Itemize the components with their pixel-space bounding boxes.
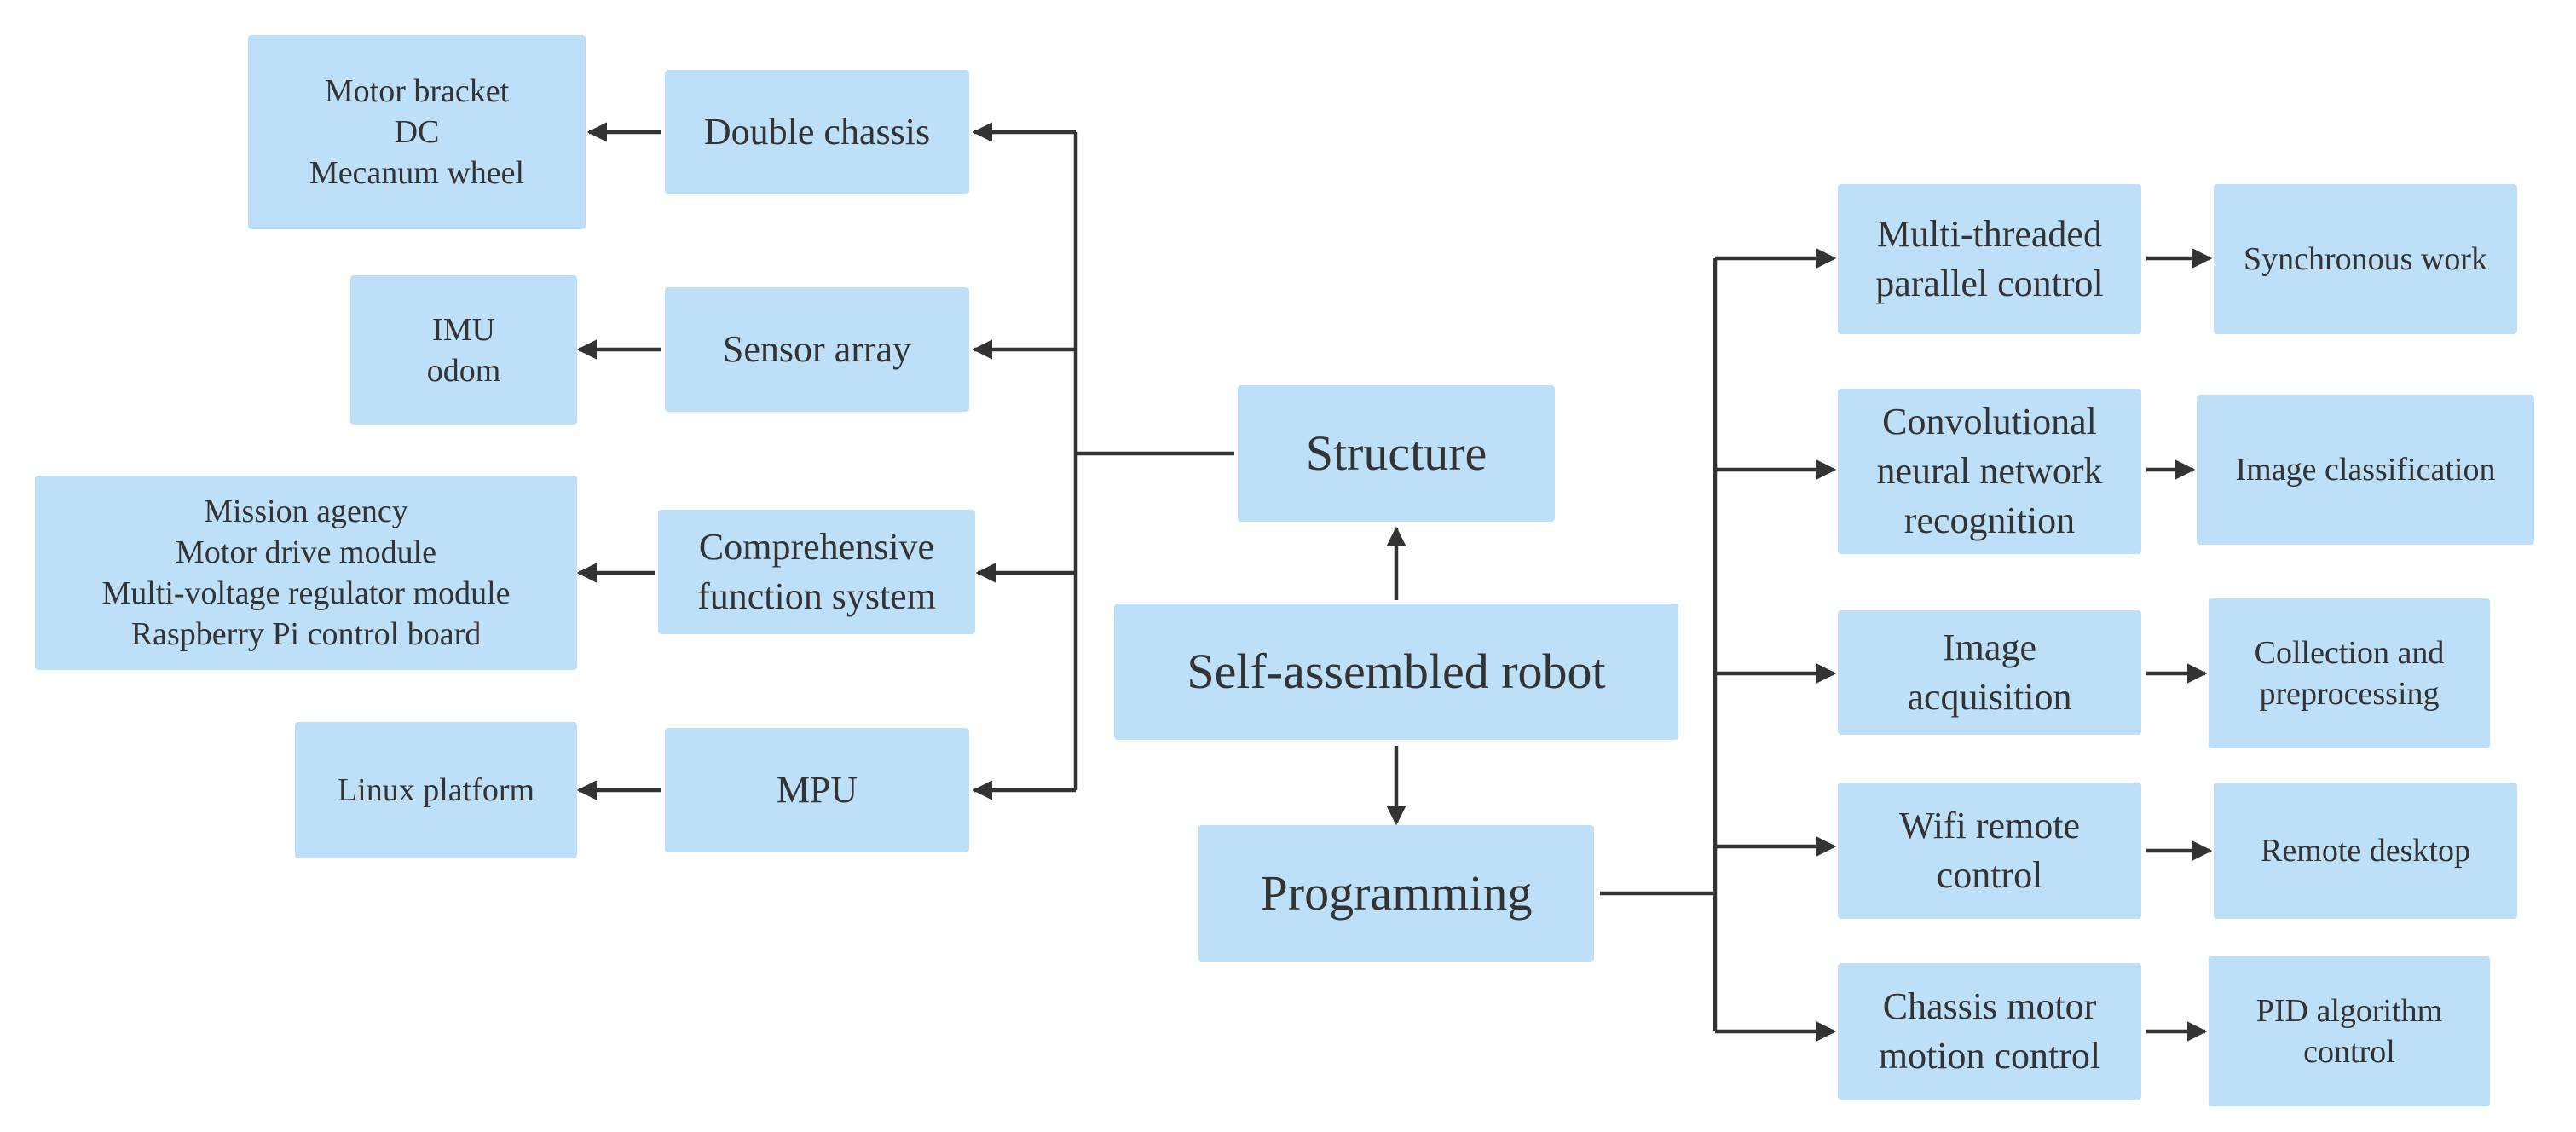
node-label-line: Collection and (2254, 635, 2445, 671)
node-label-line: DC (394, 114, 440, 150)
wifi-remote-node: Wifi remote control (1838, 783, 2141, 919)
node-label-line: function system (697, 575, 936, 617)
cnn-detail-node: Image classification (2197, 395, 2534, 545)
structure-node: Structure (1238, 385, 1555, 522)
comprehensive-function-system-node: Comprehensive function system (658, 510, 975, 634)
node-label-line: Comprehensive (698, 526, 935, 568)
sensor-array-node: Sensor array (665, 287, 969, 412)
image-acquisition-node: Image acquisition (1838, 610, 2141, 735)
mpu-detail-node: Linux platform (295, 722, 577, 858)
node-label-line: Remote desktop (2261, 833, 2470, 869)
double-chassis-node: Double chassis (665, 70, 969, 194)
node-label-line: Self-assembled robot (1187, 644, 1606, 699)
self-assembled-robot-node: Self-assembled robot (1114, 604, 1678, 740)
programming-node: Programming (1198, 825, 1594, 962)
node-label-line: Mecanum wheel (309, 155, 525, 191)
wifi-remote-detail-node: Remote desktop (2214, 783, 2517, 919)
node-label-line: acquisition (1907, 676, 2072, 718)
node-label-line: MPU (776, 769, 858, 811)
multi-threaded-detail-node: Synchronous work (2214, 184, 2517, 334)
sensor-array-detail-node: IMU odom (350, 275, 577, 424)
multi-threaded-node: Multi-threaded parallel control (1838, 184, 2141, 334)
node-label-line: Wifi remote (1898, 805, 2081, 846)
node-label-line: control (1936, 854, 2043, 896)
node-label-line: Linux platform (337, 772, 535, 808)
node-label-line: Motor drive module (175, 534, 437, 570)
node-label-line: PID algorithm (2255, 993, 2443, 1029)
node-label-line: recognition (1903, 500, 2076, 541)
node-label-line: neural network (1876, 450, 2103, 492)
node-label-line: Double chassis (703, 111, 931, 153)
cnn-recognition-node: Convolutional neural network recognition (1838, 389, 2141, 554)
chassis-motor-node: Chassis motor motion control (1838, 963, 2141, 1100)
chassis-motor-detail-node: PID algorithm control (2209, 956, 2490, 1106)
node-label-line: Chassis motor (1882, 985, 2097, 1027)
node-label-line: odom (426, 352, 501, 389)
mpu-node: MPU (665, 728, 969, 852)
node-label-line: Convolutional (1882, 401, 2097, 442)
node-label-line: Structure (1305, 425, 1487, 481)
node-label-line: Motor bracket (324, 73, 510, 109)
node-label-line: Raspberry Pi control board (130, 616, 482, 652)
node-label-line: parallel control (1875, 263, 2104, 304)
node-label-line: preprocessing (2259, 676, 2440, 712)
node-label-line: IMU (432, 311, 495, 348)
node-label-line: motion control (1878, 1035, 2101, 1077)
node-label-line: Synchronous work (2243, 241, 2488, 277)
node-label-line: Multi-threaded (1877, 213, 2102, 255)
node-label-line: Programming (1260, 865, 1533, 921)
node-label-line: Sensor array (722, 328, 912, 370)
image-acquisition-detail-node: Collection and preprocessing (2209, 598, 2490, 748)
node-label-line: Image (1943, 627, 2036, 668)
node-label-line: Multi-voltage regulator module (101, 575, 511, 611)
node-label-line: control (2303, 1034, 2395, 1070)
node-label-line: Mission agency (204, 494, 408, 529)
node-label-line: Image classification (2235, 452, 2496, 488)
